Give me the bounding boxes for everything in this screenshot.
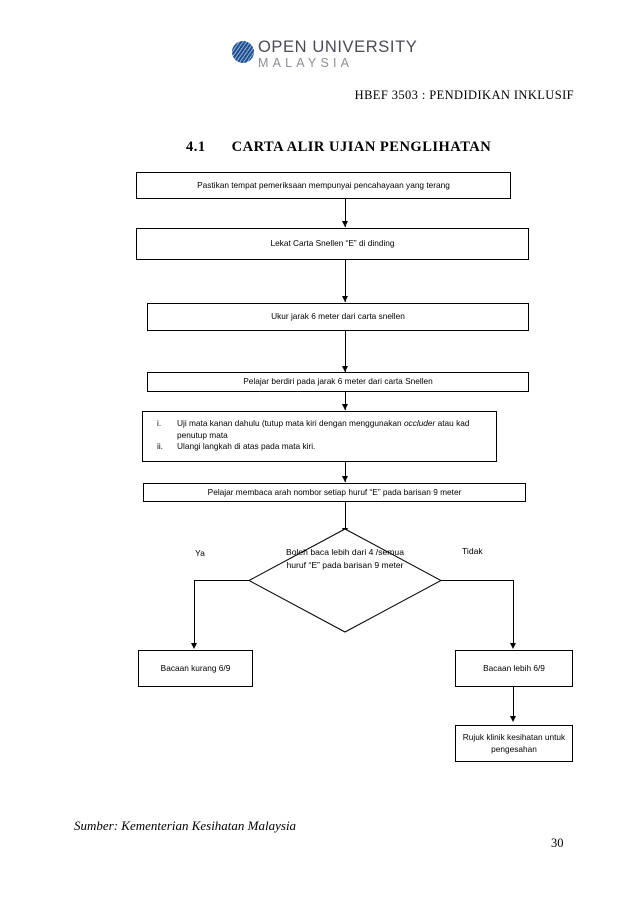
flow-node-pelajar-berdiri: Pelajar berdiri pada jarak 6 meter dari … bbox=[147, 372, 529, 392]
connector-n9-n10 bbox=[513, 687, 514, 719]
decision-label: Boleh baca lebih dari 4 /semua huruf “E”… bbox=[285, 547, 404, 571]
connector-n7-n8-vertical bbox=[194, 580, 195, 646]
flow-node-label: Pelajar membaca arah nombor setiap huruf… bbox=[207, 486, 462, 497]
logo-wordmark: OPEN UNIVERSITY MALAYSIA bbox=[258, 39, 417, 69]
flow-node-label: Bacaan lebih 6/9 bbox=[483, 662, 545, 673]
flow-node-label: Ukur jarak 6 meter dari carta snellen bbox=[271, 311, 405, 322]
page-title: 4.1 CARTA ALIR UJIAN PENGLIHATAN bbox=[186, 139, 491, 156]
connector-n7-n9-horizontal bbox=[441, 580, 514, 581]
list-item: ii. Ulangi langkah di atas pada mata kir… bbox=[151, 441, 488, 453]
flow-node-uji-mata-steps: i. Uji mata kanan dahulu (tutup mata kir… bbox=[142, 411, 497, 462]
flow-node-label: Rujuk klinik kesihatan untuk pengesahan bbox=[462, 732, 566, 754]
flow-node-lekat-carta-snellen: Lekat Carta Snellen “E” di dinding bbox=[136, 228, 529, 260]
source-attribution: Sumber: Kementerian Kesihatan Malaysia bbox=[74, 818, 297, 833]
connector-n2-n3 bbox=[345, 260, 346, 302]
course-code-header: HBEF 3503 : PENDIDIKAN INKLUSIF bbox=[354, 88, 574, 102]
connector-n5-n6 bbox=[345, 462, 346, 482]
list-item-text: Ulangi langkah di atas pada mata kiri. bbox=[177, 441, 316, 452]
flow-node-label: Lekat Carta Snellen “E” di dinding bbox=[270, 238, 395, 249]
branch-label-tidak: Tidak bbox=[462, 546, 483, 556]
list-item-text-before: Uji mata kanan dahulu (tutup mata kiri d… bbox=[177, 418, 404, 428]
arrowhead-n9-n10 bbox=[510, 716, 516, 722]
list-item: i. Uji mata kanan dahulu (tutup mata kir… bbox=[151, 418, 488, 441]
page-number: 30 bbox=[551, 836, 564, 850]
arrowhead-n1-n2 bbox=[342, 221, 348, 227]
branch-label-ya: Ya bbox=[195, 548, 205, 558]
list-item-text-after: atau kad penutup mata bbox=[177, 418, 470, 440]
flow-node-pastikan-pencahayaan: Pastikan tempat pemeriksaan mempunyai pe… bbox=[136, 172, 511, 199]
flow-node-label: Pelajar berdiri pada jarak 6 meter dari … bbox=[243, 376, 433, 387]
arrowhead-n4-n5 bbox=[342, 404, 348, 410]
flow-node-rujuk-klinik: Rujuk klinik kesihatan untuk pengesahan bbox=[455, 725, 573, 762]
section-number: 4.1 bbox=[186, 139, 206, 155]
flow-node-bacaan-kurang: Bacaan kurang 6/9 bbox=[138, 650, 253, 687]
list-item-text-italic: occluder bbox=[403, 418, 436, 428]
connector-n7-n9-vertical bbox=[513, 580, 514, 646]
flow-node-decision-boleh-baca bbox=[248, 528, 442, 633]
flow-node-bacaan-lebih: Bacaan lebih 6/9 bbox=[455, 650, 573, 687]
section-title: CARTA ALIR UJIAN PENGLIHATAN bbox=[231, 139, 492, 155]
connector-n3-n4 bbox=[345, 331, 346, 372]
arrowhead-n7-n8 bbox=[191, 643, 197, 649]
flow-node-step-list: i. Uji mata kanan dahulu (tutup mata kir… bbox=[151, 418, 488, 453]
arrowhead-n7-n9 bbox=[510, 643, 516, 649]
arrowhead-n3-n4 bbox=[342, 366, 348, 372]
arrowhead-n5-n6 bbox=[342, 476, 348, 482]
oum-swirl-icon bbox=[232, 41, 254, 63]
list-item-marker: i. bbox=[157, 418, 162, 428]
connector-n7-n8-horizontal bbox=[194, 580, 249, 581]
connector-n6-n7 bbox=[345, 502, 346, 534]
flow-node-pelajar-membaca: Pelajar membaca arah nombor setiap huruf… bbox=[143, 483, 526, 502]
logo-line-malaysia: MALAYSIA bbox=[258, 55, 354, 70]
logo-line-open-university: OPEN UNIVERSITY bbox=[258, 38, 418, 56]
connector-n4-n5 bbox=[345, 392, 346, 410]
open-university-malaysia-logo: OPEN UNIVERSITY MALAYSIA bbox=[232, 39, 417, 70]
flow-node-label: Bacaan kurang 6/9 bbox=[160, 662, 231, 673]
list-item-text: Uji mata kanan dahulu (tutup mata kiri d… bbox=[177, 418, 488, 441]
flow-node-ukur-jarak: Ukur jarak 6 meter dari carta snellen bbox=[147, 303, 529, 331]
list-item-marker: ii. bbox=[157, 441, 163, 452]
flow-node-label: Pastikan tempat pemeriksaan mempunyai pe… bbox=[197, 179, 450, 190]
arrowhead-n2-n3 bbox=[342, 296, 348, 302]
connector-n1-n2 bbox=[345, 199, 346, 227]
